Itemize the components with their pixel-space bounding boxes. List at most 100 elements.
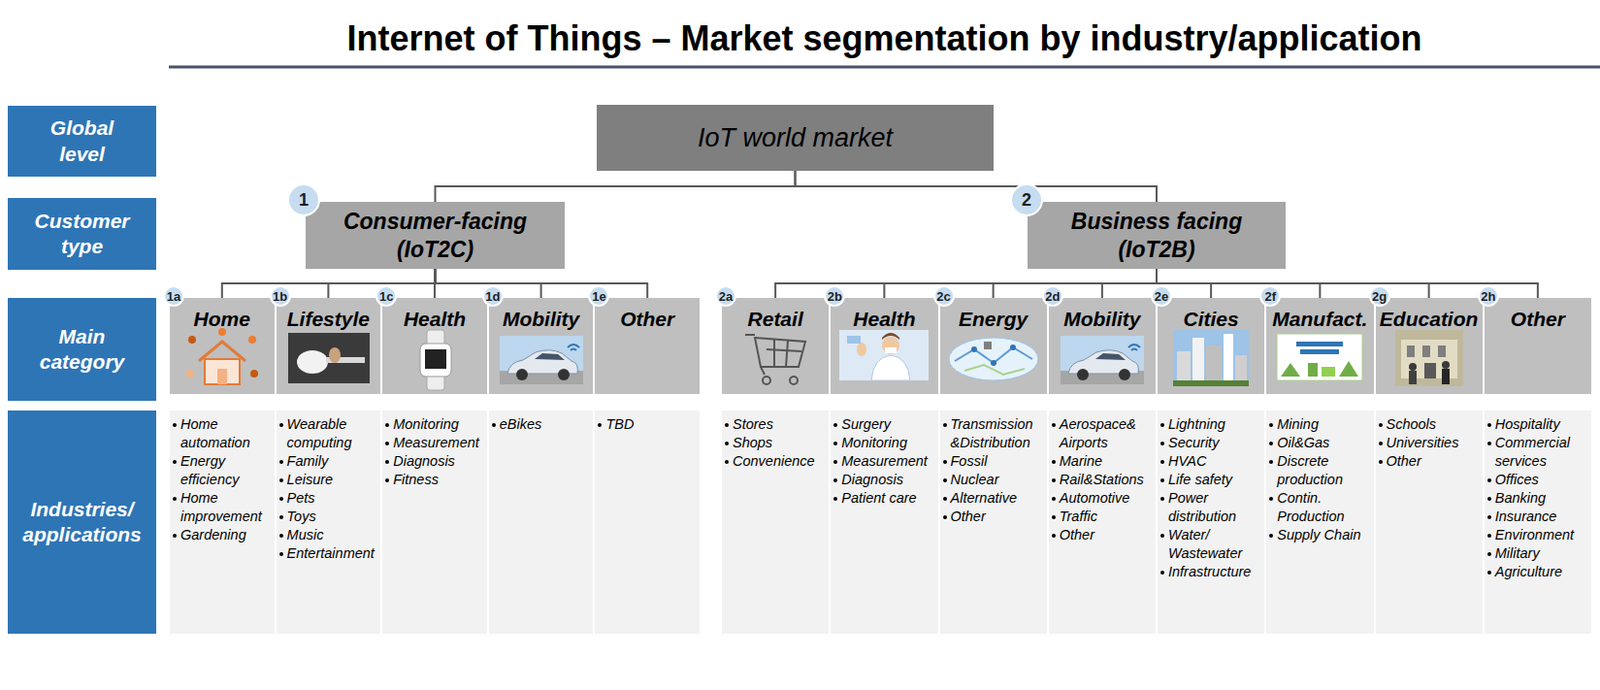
list-item: Pets [278,489,381,508]
application-text: Entertainment [287,545,375,561]
callout-number: 1d [485,289,500,304]
bullet-dot [724,423,729,427]
callout-circle: 1e [587,285,610,307]
category-box: Other [594,297,700,394]
bullet-dot [279,459,284,464]
doctor-photo [839,329,929,381]
application-list: Transmission &DistributionFossilNuclearA… [940,410,1047,634]
list-item: Fitness [384,470,487,490]
list-item: Wearable computing [278,415,381,453]
application-text: eBikes [499,416,543,432]
bullet-dot [833,496,838,501]
box-label: Education [1379,307,1479,330]
bullet-dot [491,423,496,427]
bullet-dot [1160,570,1165,575]
box-label: Other [1510,307,1566,330]
tree-connector [222,268,436,298]
list-item: Other [1377,452,1482,471]
application-list: HospitalityCommercial servicesOfficesBan… [1484,410,1592,634]
list-item: Universities [1377,433,1482,453]
bullet-dot [1051,423,1056,427]
application-text: Water/ Wastewater [1168,526,1242,561]
callout-number: 1b [272,289,288,304]
box-label: IoT world market [697,123,893,154]
list-item: HVAC [1159,452,1264,471]
bullet-dot [172,459,177,464]
list-item: Surgery [832,415,937,434]
bullet-dot [943,496,947,501]
root-box: IoT world market [596,104,994,171]
bullet-dot [1378,423,1383,427]
category-box: Manufact. [1266,297,1373,394]
list-item: Patient care [832,489,937,508]
list-item: Traffic [1050,507,1155,526]
box-label: Global level [33,115,131,167]
application-text: Alternative [950,489,1018,506]
application-text: Pets [287,489,316,506]
list-item: Convenience [723,452,828,471]
list-item: Mining [1268,415,1372,434]
bullet-dot [1051,515,1056,520]
application-text: Convenience [732,453,816,469]
application-text: Banking [1495,489,1546,506]
box-label: Retail [748,307,804,330]
box-label: Industries/ applications [9,496,156,549]
bullet-dot [1487,533,1492,538]
callout-circle: 2g [1369,285,1391,307]
callout-number: 1c [379,289,393,304]
list-item: eBikes [490,415,593,434]
application-list: MiningOil&GasDiscrete productionContin. … [1266,410,1373,634]
list-item: Gardening [171,525,274,545]
smartwatch-icon [420,329,452,391]
application-text: Universities [1386,434,1460,451]
application-text: Supply Chain [1276,526,1361,543]
application-text: Wearable computing [287,416,353,451]
list-item: Military [1486,544,1591,563]
list-item: Music [278,525,381,545]
list-item: Offices [1486,470,1591,490]
application-text: Mining [1276,416,1319,432]
bullet-dot [1160,533,1165,538]
list-item: Fossil [942,452,1046,471]
application-text: Leisure [287,471,334,488]
bullet-dot [833,459,838,464]
list-item: Agriculture [1486,562,1591,582]
category-box: Lifestyle [276,297,382,394]
application-text: Toys [287,508,317,524]
list-item: Oil&Gas [1268,433,1372,453]
city-photo [1173,329,1249,387]
cart-icon [745,334,806,385]
application-text: Other [1386,453,1422,469]
callout-number: 1 [298,190,309,211]
list-item: Family [278,452,381,471]
application-text: Traffic [1059,508,1098,524]
application-text: Contin. Production [1276,489,1344,524]
application-text: Measurement [841,453,928,469]
category-box: Energy [940,297,1047,394]
category-box: Mobility [489,297,594,394]
customer-type-box: Business facing (IoT2B) [1027,201,1286,269]
list-item: Diagnosis [384,452,487,471]
application-text: Music [287,526,325,543]
application-list: Wearable computingFamilyLeisurePetsToysM… [276,410,382,634]
bullet-dot [1160,496,1165,501]
list-item: Nuclear [942,470,1046,490]
bullet-dot [172,496,177,501]
bullet-dot [724,441,729,446]
application-text: HVAC [1168,453,1208,469]
application-text: Security [1168,434,1219,451]
bullet-dot [1269,533,1274,538]
application-text: Monitoring [392,416,459,432]
bullet-dot [279,478,284,483]
callout-circle: 1d [482,285,504,307]
callout-circle: 1 [287,183,321,217]
box-label: Health [403,307,466,330]
bullet-dot [833,423,838,427]
bullet-dot [172,423,177,427]
application-text: Gardening [180,526,247,543]
callout-circle: 1a [163,285,185,307]
callout-number: 2g [1371,289,1387,304]
list-item: Other [942,507,1046,526]
application-text: Family [287,453,329,469]
